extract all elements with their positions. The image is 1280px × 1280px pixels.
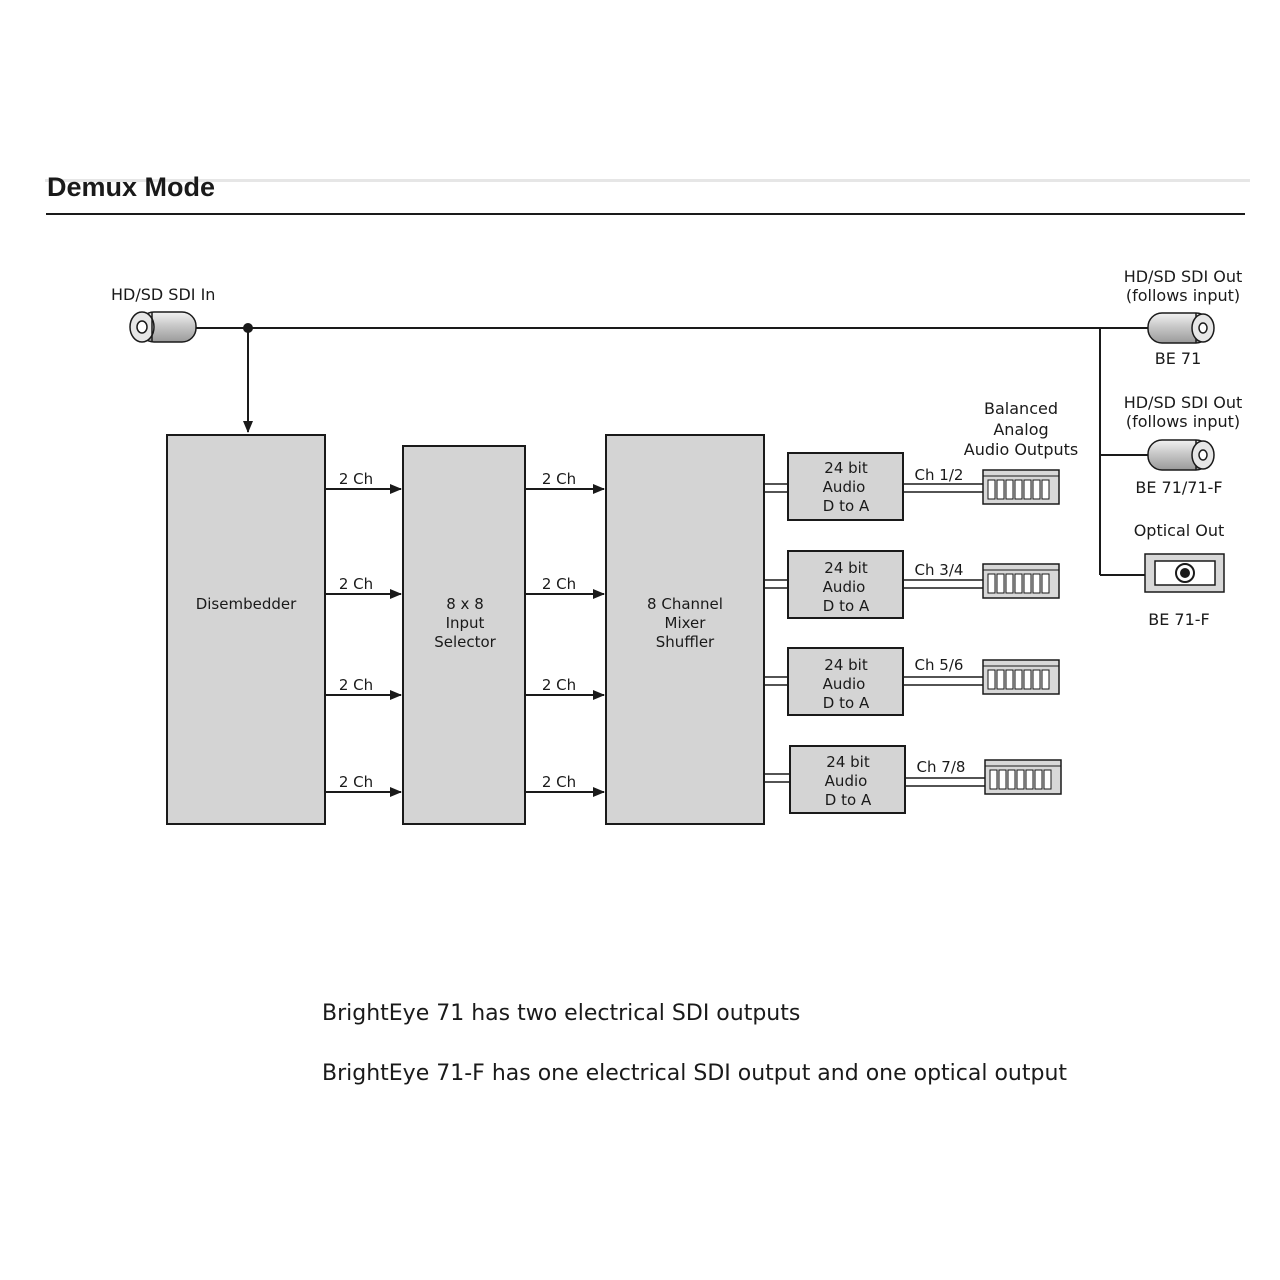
output1-label-line2: (follows input) bbox=[1126, 286, 1240, 305]
output2-label-line1: HD/SD SDI Out bbox=[1124, 393, 1243, 412]
disembedder-block bbox=[166, 434, 326, 825]
dac-block-1 bbox=[787, 452, 904, 521]
ch-label-2a: 2 Ch bbox=[542, 470, 576, 488]
terminal-block-1 bbox=[982, 469, 1060, 505]
disembedder-label: Disembedder bbox=[196, 595, 297, 613]
dac2-line2: Audio bbox=[823, 578, 866, 596]
terminal-block-3 bbox=[982, 659, 1060, 695]
channel-label-3: Ch 5/6 bbox=[915, 656, 964, 674]
page-title: Demux Mode bbox=[47, 172, 216, 202]
bnc-output2-connector bbox=[1147, 439, 1215, 471]
ch-label-1d: 2 Ch bbox=[339, 773, 373, 791]
ch-label-1c: 2 Ch bbox=[339, 676, 373, 694]
channel-arrows-stage2 bbox=[525, 484, 605, 797]
ch-label-2d: 2 Ch bbox=[542, 773, 576, 791]
channel-label-4: Ch 7/8 bbox=[917, 758, 966, 776]
input-selector-label-line2: Input bbox=[446, 614, 485, 632]
dac-block-2 bbox=[787, 550, 904, 619]
mixer-to-dac-lines bbox=[764, 483, 790, 783]
channel-arrows-stage1 bbox=[325, 484, 402, 797]
dac-block-3 bbox=[787, 647, 904, 716]
optical-label: Optical Out bbox=[1134, 521, 1225, 540]
dac1-line2: Audio bbox=[823, 478, 866, 496]
bnc-input-connector bbox=[129, 311, 197, 343]
input-selector-label-line3: Selector bbox=[434, 633, 496, 651]
output2-label-line2: (follows input) bbox=[1126, 412, 1240, 431]
balanced-label-line3: Audio Outputs bbox=[964, 440, 1078, 459]
output1-label-line1: HD/SD SDI Out bbox=[1124, 267, 1243, 286]
caption-be71: BrightEye 71 has two electrical SDI outp… bbox=[322, 1001, 801, 1026]
channel-label-2: Ch 3/4 bbox=[915, 561, 964, 579]
bnc-output1-connector bbox=[1147, 312, 1215, 344]
input-label: HD/SD SDI In bbox=[111, 285, 215, 304]
dac1-line1: 24 bit bbox=[824, 459, 868, 477]
optical-connector bbox=[1144, 553, 1225, 593]
ch-label-2c: 2 Ch bbox=[542, 676, 576, 694]
dac4-line2: Audio bbox=[825, 772, 868, 790]
output2-model: BE 71/71-F bbox=[1135, 478, 1222, 497]
ch-label-1a: 2 Ch bbox=[339, 470, 373, 488]
input-selector-block bbox=[402, 445, 526, 825]
caption-be71f: BrightEye 71-F has one electrical SDI ou… bbox=[322, 1061, 1068, 1086]
terminal-block-4 bbox=[984, 759, 1062, 795]
mixer-label-line3: Shuffler bbox=[656, 633, 715, 651]
ch-label-1b: 2 Ch bbox=[339, 575, 373, 593]
input-selector-label-line1: 8 x 8 bbox=[446, 595, 484, 613]
terminal-block-2 bbox=[982, 563, 1060, 599]
title-rule bbox=[46, 213, 1245, 215]
dac2-line3: D to A bbox=[823, 597, 870, 615]
dac-to-terminal-lines bbox=[903, 483, 985, 787]
dac1-line3: D to A bbox=[823, 497, 870, 515]
optical-model: BE 71-F bbox=[1148, 610, 1210, 629]
dac3-line3: D to A bbox=[823, 694, 870, 712]
channel-label-1: Ch 1/2 bbox=[915, 466, 964, 484]
balanced-label-line2: Analog bbox=[993, 420, 1048, 439]
dac2-line1: 24 bit bbox=[824, 559, 868, 577]
mixer-label-line2: Mixer bbox=[665, 614, 707, 632]
dac-block-4 bbox=[789, 745, 906, 814]
mixer-block bbox=[605, 434, 765, 825]
dac3-line2: Audio bbox=[823, 675, 866, 693]
dac4-line1: 24 bit bbox=[826, 753, 870, 771]
mixer-label-line1: 8 Channel bbox=[647, 595, 723, 613]
top-rule bbox=[45, 179, 1250, 182]
dac3-line1: 24 bit bbox=[824, 656, 868, 674]
output1-model: BE 71 bbox=[1155, 349, 1202, 368]
ch-label-2b: 2 Ch bbox=[542, 575, 576, 593]
dac4-line3: D to A bbox=[825, 791, 872, 809]
balanced-label-line1: Balanced bbox=[984, 399, 1058, 418]
